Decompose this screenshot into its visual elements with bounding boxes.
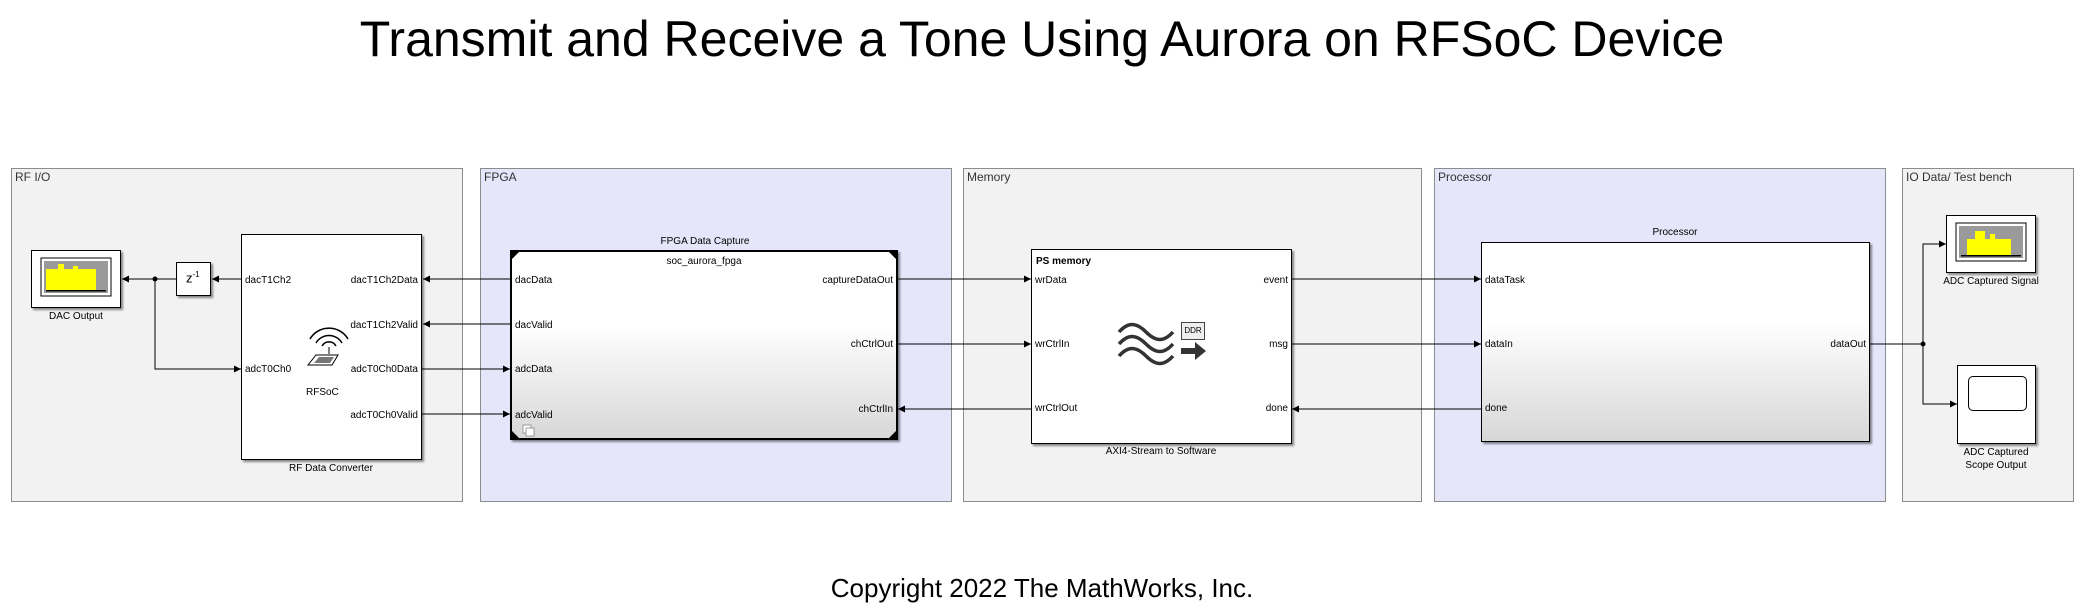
scope-screen-icon [1968, 376, 2027, 411]
port-wrCtrlIn: wrCtrlIn [1035, 339, 1070, 350]
area-label-io-testbench: IO Data/ Test bench [1906, 170, 2012, 184]
rf-data-converter-block[interactable]: dacT1Ch2 adcT0Ch0 dacT1Ch2Data dacT1Ch2V… [241, 234, 422, 460]
delay-symbol: z-1 [186, 270, 200, 285]
line-to-adc-signal [1922, 240, 1946, 344]
adc-scope-caption: ADC Captured Scope Output [1936, 446, 2056, 472]
port-dacT1Ch2Data: dacT1Ch2Data [350, 275, 418, 286]
port-dacT1Ch2: dacT1Ch2 [245, 275, 292, 286]
rf-data-converter-caption: RF Data Converter [289, 463, 373, 474]
port-captureDataOut: captureDataOut [822, 275, 893, 286]
port-adcT0Ch0Data: adcT0Ch0Data [350, 364, 418, 375]
stream-waves-icon [1117, 322, 1175, 366]
port-wrCtrlOut: wrCtrlOut [1035, 403, 1078, 414]
line-branch-to-adc-input [154, 279, 241, 373]
branch-point [152, 276, 158, 282]
wireless-chip-icon [306, 327, 349, 366]
port-adcT0Ch0Valid: adcT0Ch0Valid [350, 410, 418, 421]
area-label-rf-io: RF I/O [15, 170, 51, 184]
area-label-fpga: FPGA [484, 170, 517, 184]
adc-scope-caption-line2: Scope Output [1965, 460, 2027, 471]
copyright-text: Copyright 2022 The MathWorks, Inc. [830, 573, 1254, 603]
port-adcValid: adcValid [515, 410, 553, 421]
axi4-stream-caption: AXI4-Stream to Software [1105, 446, 1217, 457]
adc-scope-block[interactable] [1957, 365, 2036, 444]
port-dacValid: dacValid [515, 320, 553, 331]
model-reference-corners-icon [512, 252, 896, 438]
area-label-processor: Processor [1438, 170, 1493, 184]
port-dataOut: dataOut [1830, 339, 1866, 350]
adc-captured-signal-caption: ADC Captured Signal [1943, 276, 2039, 287]
port-done: done [1265, 403, 1288, 414]
port-msg: msg [1269, 339, 1288, 350]
rfsoc-icon-label: RFSoC [306, 387, 339, 398]
fpga-data-capture-caption: FPGA Data Capture [660, 236, 750, 247]
port-processor-done: done [1485, 403, 1508, 414]
axi4-stream-block[interactable]: PS memory wrData wrCtrlIn wrCtrlOut even… [1031, 249, 1292, 444]
fpga-model-name: soc_aurora_fpga [666, 256, 742, 267]
dac-output-block[interactable] [31, 250, 121, 308]
area-label-memory: Memory [967, 170, 1011, 184]
ddr-chip-label: DDR [1184, 326, 1202, 335]
spectrum-analyzer-icon [40, 257, 112, 297]
delay-z: z [186, 270, 193, 286]
port-dacData: dacData [515, 275, 553, 286]
fpga-data-capture-block[interactable]: soc_aurora_fpga dacData dacValid adcData… [510, 250, 898, 440]
adc-scope-caption-line1: ADC Captured [1963, 447, 2029, 458]
port-adcT0Ch0: adcT0Ch0 [245, 364, 292, 375]
port-dataTask: dataTask [1485, 275, 1526, 286]
port-event: event [1263, 275, 1288, 286]
line-to-adc-scope [1922, 344, 1957, 408]
processor-block[interactable]: dataTask dataIn done dataOut [1481, 242, 1870, 442]
ddr-chip-icon: DDR [1181, 322, 1205, 340]
branch-point [1920, 341, 1926, 347]
arrow-right-icon [1181, 342, 1206, 360]
port-chCtrlOut: chCtrlOut [850, 339, 893, 350]
port-adcData: adcData [515, 364, 553, 375]
diagram-title: Transmit and Receive a Tone Using Aurora… [359, 11, 1725, 67]
adc-captured-signal-block[interactable] [1946, 215, 2036, 273]
dac-output-caption: DAC Output [49, 311, 103, 322]
port-dataIn: dataIn [1485, 339, 1513, 350]
spectrum-analyzer-icon [1955, 222, 2027, 262]
unit-delay-block[interactable]: z-1 [176, 262, 211, 296]
ps-memory-header: PS memory [1036, 256, 1092, 267]
delay-exponent: -1 [192, 270, 200, 279]
port-wrData: wrData [1035, 275, 1067, 286]
processor-caption: Processor [1652, 227, 1698, 238]
port-chCtrlIn: chCtrlIn [858, 404, 893, 415]
port-dacT1Ch2Valid: dacT1Ch2Valid [350, 320, 418, 331]
